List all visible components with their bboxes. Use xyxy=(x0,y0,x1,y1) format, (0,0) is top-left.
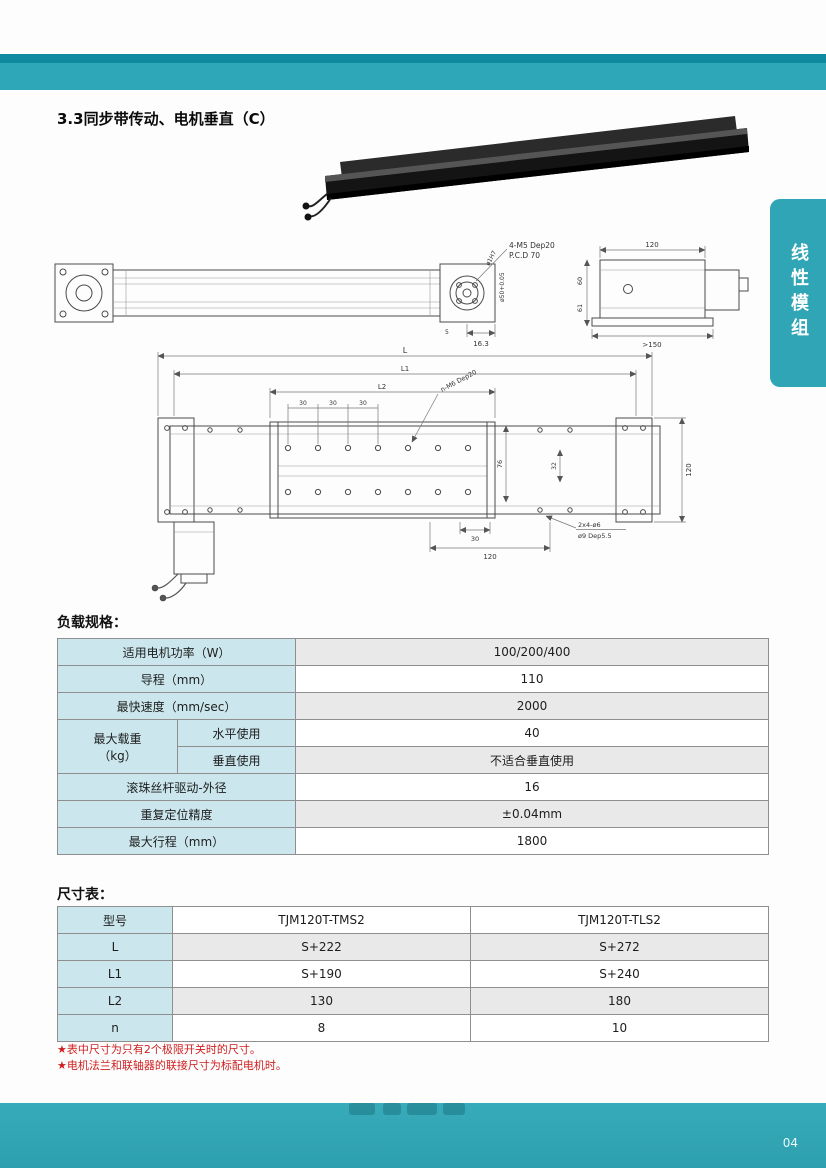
table-row: 导程（mm） 110 xyxy=(57,665,769,693)
technical-drawings: 4-M5 Dep20 P.C.D 70 ø1H7 ø50+0.05 16.3 5 xyxy=(54,241,749,602)
table-row: 滚珠丝杆驱动-外径 16 xyxy=(57,773,769,801)
side-tab-label: 线性模组 xyxy=(788,243,809,343)
dim-label-120-top: 120 xyxy=(645,241,658,249)
spec-value: ±0.04mm xyxy=(295,800,769,828)
top-view xyxy=(151,417,661,602)
table-row: 最快速度（mm/sec） 2000 xyxy=(57,692,769,720)
dim-label-hole-note2-line2: ø9 Dep5.5 xyxy=(578,532,612,540)
table-row: 垂直使用 不适合垂直使用 xyxy=(58,746,769,774)
dim-label-32: 32 xyxy=(551,462,558,470)
dim-value: S+272 xyxy=(470,933,769,961)
spec-label-max-load: 最大载重 （kg） xyxy=(57,719,178,774)
table-row: L S+222 S+272 xyxy=(57,933,769,961)
table-row: L2 130 180 xyxy=(57,987,769,1015)
dim-label-L2: L2 xyxy=(378,383,386,391)
table-row: 最大载重 （kg） 水平使用 40 xyxy=(57,719,769,774)
spec-label: 最大行程（mm） xyxy=(57,827,296,855)
end-view xyxy=(591,259,749,327)
footer-band: 04 xyxy=(0,1103,826,1168)
spec-label: 重复定位精度 xyxy=(57,800,296,828)
dim-label-shaft-dia: ø1H7 xyxy=(485,250,499,267)
dim-label-bolt-note: 4-M5 Dep20 xyxy=(509,241,555,250)
table-row: 最大行程（mm） 1800 xyxy=(57,827,769,855)
spec-label: 适用电机功率（W） xyxy=(57,638,296,666)
dim-label-L1: L1 xyxy=(401,365,409,373)
column-header-model: 型号 xyxy=(57,906,173,934)
product-photo xyxy=(302,116,749,221)
spec-value: 2000 xyxy=(295,692,769,720)
load-spec-table: 适用电机功率（W） 100/200/400 导程（mm） 110 最快速度（mm… xyxy=(57,638,769,855)
dim-value: 10 xyxy=(470,1014,769,1042)
page-title: 3.3同步带传动、电机垂直（C） xyxy=(57,110,275,128)
dim-label-120-bottom: 120 xyxy=(483,553,496,561)
spec-value: 110 xyxy=(295,665,769,693)
load-spec-heading: 负载规格： xyxy=(57,615,127,631)
spec-value: 40 xyxy=(295,719,769,747)
dim-value: 8 xyxy=(172,1014,471,1042)
dim-label-30c: 30 xyxy=(359,400,367,407)
dim-label-hole-note: n-M6 Dep20 xyxy=(439,368,478,394)
side-tab-linear-module[interactable]: 线性模组 xyxy=(770,199,826,387)
footnote-2: ★电机法兰和联轴器的联接尺寸为标配电机时。 xyxy=(57,1059,287,1072)
dim-label-61: 61 xyxy=(576,304,584,312)
spec-label: 导程（mm） xyxy=(57,665,296,693)
max-load-line2: （kg） xyxy=(98,748,137,763)
spec-value: 100/200/400 xyxy=(295,638,769,666)
dim-label: L xyxy=(57,933,173,961)
table-row: 重复定位精度 ±0.04mm xyxy=(57,800,769,828)
top-header-bar xyxy=(0,63,826,90)
top-view-dim-lines xyxy=(157,352,686,552)
dim-label: L1 xyxy=(57,960,173,988)
column-header-tls2: TJM120T-TLS2 xyxy=(470,906,769,934)
dim-label-120-right: 120 xyxy=(685,463,693,476)
dim-label-5: 5 xyxy=(445,329,449,336)
spec-value: 1800 xyxy=(295,827,769,855)
side-view-dim-lines xyxy=(466,248,508,337)
column-header-tms2: TJM120T-TMS2 xyxy=(172,906,471,934)
dim-label-163: 16.3 xyxy=(473,340,489,348)
dim-value: S+240 xyxy=(470,960,769,988)
dim-label: n xyxy=(57,1014,173,1042)
side-view xyxy=(54,263,496,323)
table-header-row: 型号 TJM120T-TMS2 TJM120T-TLS2 xyxy=(57,906,769,934)
spec-sublabel: 垂直使用 xyxy=(177,746,296,774)
spec-label: 滚珠丝杆驱动-外径 xyxy=(57,773,296,801)
dim-label-150: >150 xyxy=(642,341,661,349)
dim-value: S+222 xyxy=(172,933,471,961)
spec-value: 16 xyxy=(295,773,769,801)
footnotes: ★表中尺寸为只有2个极限开关时的尺寸。 ★电机法兰和联轴器的联接尺寸为标配电机时… xyxy=(57,1042,287,1074)
dimension-table-heading: 尺寸表： xyxy=(57,887,113,903)
dim-value: S+190 xyxy=(172,960,471,988)
dim-value: 180 xyxy=(470,987,769,1015)
table-row: L1 S+190 S+240 xyxy=(57,960,769,988)
dimension-table: 型号 TJM120T-TMS2 TJM120T-TLS2 L S+222 S+2… xyxy=(57,906,769,1042)
dim-label-30a: 30 xyxy=(299,400,307,407)
dim-label-60: 60 xyxy=(576,277,584,285)
dim-label: L2 xyxy=(57,987,173,1015)
dim-label-30b: 30 xyxy=(329,400,337,407)
end-view-dim-lines xyxy=(584,246,714,339)
dim-label-hole-note2-line1: 2x4-ø6 xyxy=(578,521,601,529)
table-row: 适用电机功率（W） 100/200/400 xyxy=(57,638,769,666)
footer-watermark xyxy=(349,1103,465,1115)
dim-label-pcd: P.C.D 70 xyxy=(509,251,540,260)
dim-label-pilot-dia: ø50+0.05 xyxy=(499,272,506,302)
spec-value: 不适合垂直使用 xyxy=(295,746,769,774)
dim-value: 130 xyxy=(172,987,471,1015)
table-row: n 8 10 xyxy=(57,1014,769,1042)
page-number: 04 xyxy=(782,1136,798,1150)
dim-label-L: L xyxy=(403,346,408,355)
dim-label-76: 76 xyxy=(496,460,504,468)
spec-label: 最快速度（mm/sec） xyxy=(57,692,296,720)
footnote-1: ★表中尺寸为只有2个极限开关时的尺寸。 xyxy=(57,1043,261,1056)
spec-sublabel: 水平使用 xyxy=(177,719,296,747)
max-load-line1: 最大载重 xyxy=(93,731,142,746)
top-accent-bar xyxy=(0,54,826,63)
dim-label-30-bottom: 30 xyxy=(471,535,479,543)
